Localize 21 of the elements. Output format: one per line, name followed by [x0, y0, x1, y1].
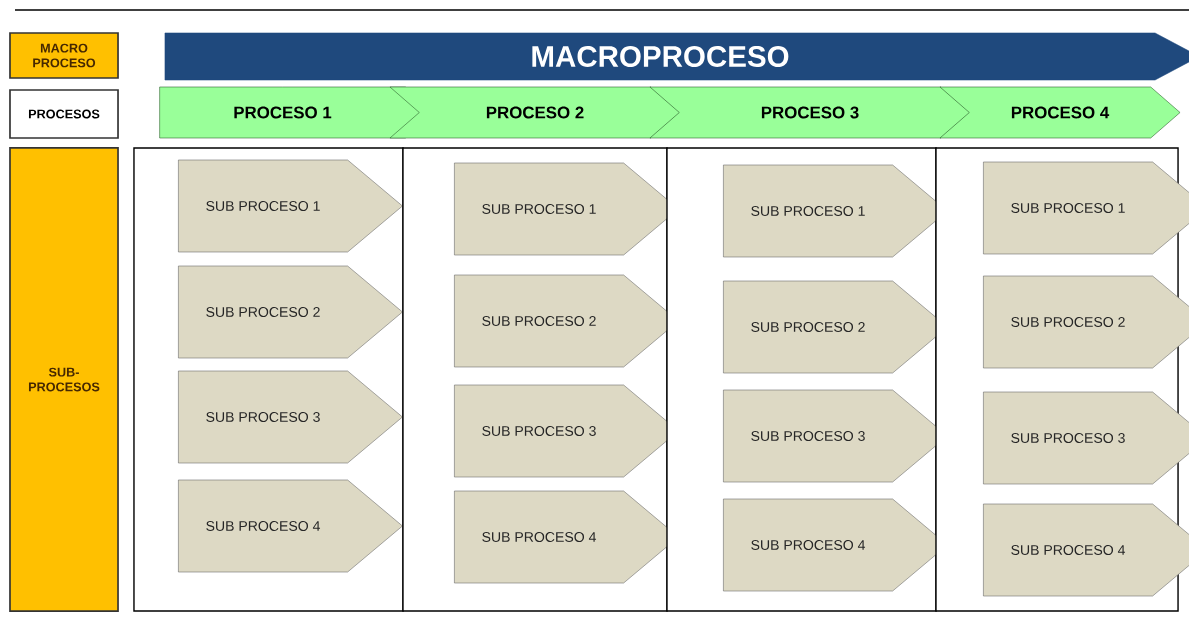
subprocess-box: SUB PROCESO 3	[454, 384, 679, 478]
row-label-box: PROCESOS	[9, 89, 119, 139]
subprocess-box: SUB PROCESO 4	[178, 479, 403, 573]
row-label-box: SUB- PROCESOS	[9, 147, 119, 612]
subprocess-box: SUB PROCESO 1	[178, 159, 403, 253]
subprocess-box: SUB PROCESO 3	[723, 389, 948, 483]
subprocess-box: SUB PROCESO 3	[178, 370, 403, 464]
row-label-box: MACRO PROCESO	[9, 32, 119, 79]
process-box: PROCESO 4	[939, 86, 1181, 139]
subprocess-box: SUB PROCESO 2	[454, 274, 679, 368]
subprocess-box: SUB PROCESO 2	[983, 275, 1189, 369]
subprocess-box: SUB PROCESO 1	[454, 162, 679, 256]
subprocess-box: SUB PROCESO 4	[454, 490, 679, 584]
subprocess-box: SUB PROCESO 2	[723, 280, 948, 374]
subprocess-box: SUB PROCESO 3	[983, 391, 1189, 485]
subprocess-box: SUB PROCESO 1	[983, 161, 1189, 255]
subprocess-box: SUB PROCESO 4	[983, 503, 1189, 597]
macroprocess-banner: MACROPROCESO	[164, 32, 1189, 81]
subprocess-box: SUB PROCESO 2	[178, 265, 403, 359]
subprocess-box: SUB PROCESO 4	[723, 498, 948, 592]
subprocess-box: SUB PROCESO 1	[723, 164, 948, 258]
